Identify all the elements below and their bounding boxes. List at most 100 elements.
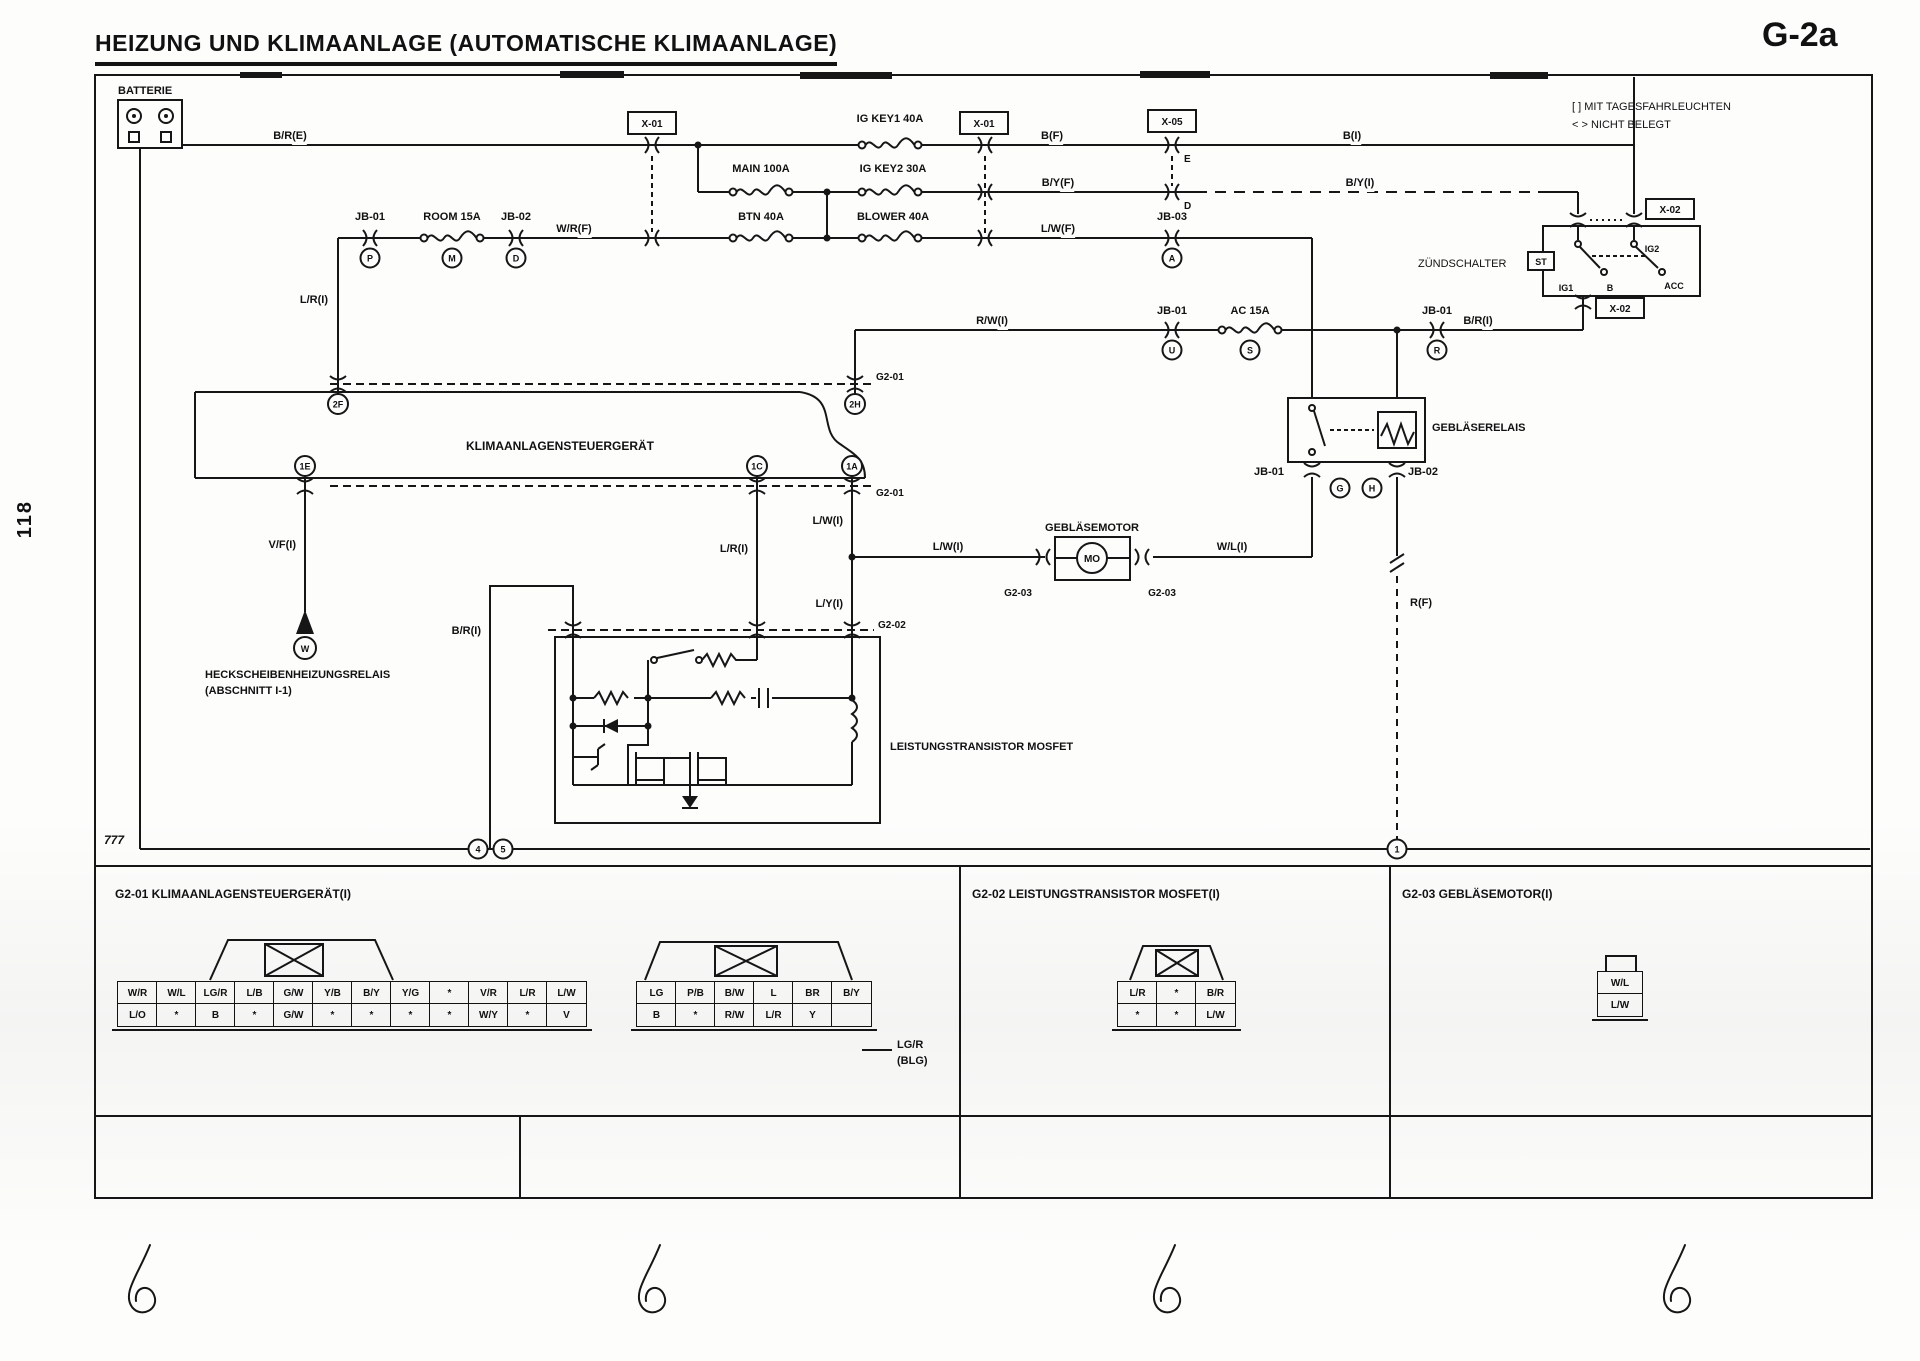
pin-cell: Y/B — [312, 981, 353, 1005]
pin-unit-2h: 2H — [849, 400, 861, 410]
pin-cell: * — [390, 1003, 431, 1027]
connector-g203-right: G2-03 — [1148, 588, 1176, 599]
fuse-main — [728, 183, 794, 201]
fuse-ig-key2-label: IG KEY2 30A — [860, 163, 927, 175]
pin-cell: * — [1117, 1003, 1158, 1027]
pin-x05-e: E — [1184, 154, 1191, 165]
battery: BATTERIE — [117, 85, 183, 149]
fuse-room-label: ROOM 15A — [423, 211, 481, 223]
wire-label-rf: R(F) — [1410, 597, 1432, 609]
wire-label-rwi: R/W(I) — [976, 315, 1008, 327]
connector-jb02-top: JB-02 — [501, 211, 531, 223]
pin-jb01-r: R — [1434, 346, 1441, 356]
g203-connector-table: W/L L/W — [1597, 971, 1643, 1017]
section-g201-header: G2-01 KLIMAANLAGENSTEUERGERÄT(I) — [115, 886, 351, 901]
fuse-btn — [728, 229, 794, 247]
pin-cell: V — [546, 1003, 587, 1027]
g201-note-line1: LG/R — [897, 1039, 923, 1051]
pin-cell: * — [429, 1003, 470, 1027]
connector-x05: X-05 — [1161, 117, 1183, 128]
defogger-relay-label: HECKSCHEIBENHEIZUNGSRELAIS — [205, 669, 390, 681]
scan-artifacts — [127, 1244, 1692, 1314]
wire-label-wli: W/L(I) — [1217, 541, 1248, 553]
connector-x02-bottom: X-02 — [1609, 304, 1631, 315]
pin-cell: L/W — [1597, 993, 1643, 1017]
pin-cell: V/R — [468, 981, 509, 1005]
blower-relay: GEBLÄSERELAIS JB-01 JB-02 G H R(F) — [1254, 397, 1526, 845]
connector-x02-top: X-02 — [1659, 205, 1681, 216]
power-row-battery-feed: B/R(E) X-01 IG KEY1 40A X-01 B(F) X-05 E… — [182, 77, 1635, 238]
pin-cell: * — [234, 1003, 275, 1027]
pin-cell: L/O — [117, 1003, 158, 1027]
ignition-switch: [ ] MIT TAGESFAHRLEUCHTEN < > NICHT BELE… — [1418, 101, 1731, 330]
power-transistor: L/R(I) L/W(I) L/Y(I) B/R(I) G2-02 LEISTU… — [448, 476, 1073, 849]
fuse-ac — [1217, 321, 1283, 339]
connector-g201-top: G2-01 — [876, 372, 904, 383]
connector-jb01-mid2: JB-01 — [1422, 305, 1452, 317]
page-code: G-2a — [1762, 16, 1838, 54]
wire-label-lri-feed: L/R(I) — [300, 294, 328, 306]
pin-cell: * — [507, 1003, 548, 1027]
pin-ac-s: S — [1247, 346, 1253, 356]
defogger-relay-branch: V/F(I) W HECKSCHEIBENHEIZUNGSRELAIS (ABS… — [205, 476, 390, 697]
fuse-ig-key1-label: IG KEY1 40A — [857, 113, 924, 125]
fuse-ig-key1 — [857, 136, 923, 154]
pin-ign-st: ST — [1535, 257, 1547, 267]
pin-cell: * — [351, 1003, 392, 1027]
note-daytime: [ ] MIT TAGESFAHRLEUCHTEN — [1572, 101, 1731, 113]
power-transistor-label: LEISTUNGSTRANSISTOR MOSFET — [890, 741, 1073, 753]
junction-1: 1 — [1394, 845, 1399, 855]
fuse-main-label: MAIN 100A — [732, 163, 790, 175]
connector-jb01-mid: JB-01 — [1157, 305, 1187, 317]
pin-jb03-a: A — [1169, 254, 1176, 264]
pin-cell: B/W — [714, 981, 755, 1005]
pin-cell: W/L — [1597, 971, 1643, 995]
pin-cell: L — [753, 981, 794, 1005]
pin-cell: L/B — [234, 981, 275, 1005]
pin-unit-1c: 1C — [751, 462, 763, 472]
pin-x05-d: D — [1184, 201, 1191, 212]
pin-unit-1a: 1A — [846, 462, 858, 472]
wire-label-lwi-vert: L/W(I) — [812, 515, 843, 527]
pin-cell: L/R — [1117, 981, 1158, 1005]
page-title: HEIZUNG UND KLIMAANLAGE (AUTOMATISCHE KL… — [95, 30, 838, 66]
pin-cell: W/Y — [468, 1003, 509, 1027]
pin-cell: * — [1156, 981, 1197, 1005]
fuse-blower — [857, 229, 923, 247]
ground-bus: 777 4 5 1 — [104, 833, 1870, 860]
pin-cell: R/W — [714, 1003, 755, 1027]
diagram-frame — [94, 71, 1873, 1199]
wire-label-lwi-motor: L/W(I) — [933, 541, 964, 553]
pin-defogger-ref: W — [301, 644, 310, 654]
fuse-ig-key2 — [857, 183, 923, 201]
defogger-relay-section: (ABSCHNITT I-1) — [205, 685, 292, 697]
section-g203-header: G2-03 GEBLÄSEMOTOR(I) — [1402, 886, 1552, 901]
wire-label-lwf: L/W(F) — [1041, 223, 1076, 235]
wire-label-bri-switch: B/R(I) — [1463, 315, 1493, 327]
pin-cell: P/B — [675, 981, 716, 1005]
pin-ign-b: B — [1607, 283, 1614, 293]
climate-control-unit: G2-01 2F 2H KLIMAANLAGENSTEUERGERÄT 1E 1… — [194, 372, 904, 499]
g202-connector-table: L/R*B/R**L/W — [1117, 981, 1236, 1027]
pin-ign-ig1: IG1 — [1559, 283, 1574, 293]
pin-cell: Y — [792, 1003, 833, 1027]
ignition-switch-label: ZÜNDSCHALTER — [1418, 258, 1506, 270]
pin-cell: W/L — [156, 981, 197, 1005]
pin-jb01-p: P — [367, 254, 373, 264]
pin-cell: L/R — [507, 981, 548, 1005]
pin-cell: LG — [636, 981, 677, 1005]
pin-cell: G/W — [273, 981, 314, 1005]
pin-jb01-u: U — [1169, 346, 1176, 356]
pin-cell: * — [675, 1003, 716, 1027]
connector-g203-left: G2-03 — [1004, 588, 1032, 599]
pin-cell: B/Y — [831, 981, 872, 1005]
motor-symbol: MO — [1084, 554, 1100, 565]
pin-cell: Y/G — [390, 981, 431, 1005]
g201-note-line2: (BLG) — [897, 1055, 928, 1067]
pin-cell: B — [195, 1003, 236, 1027]
climate-control-unit-label: KLIMAANLAGENSTEUERGERÄT — [466, 438, 655, 453]
junction-4: 4 — [475, 845, 480, 855]
wire-label-byf: B/Y(F) — [1042, 177, 1075, 189]
